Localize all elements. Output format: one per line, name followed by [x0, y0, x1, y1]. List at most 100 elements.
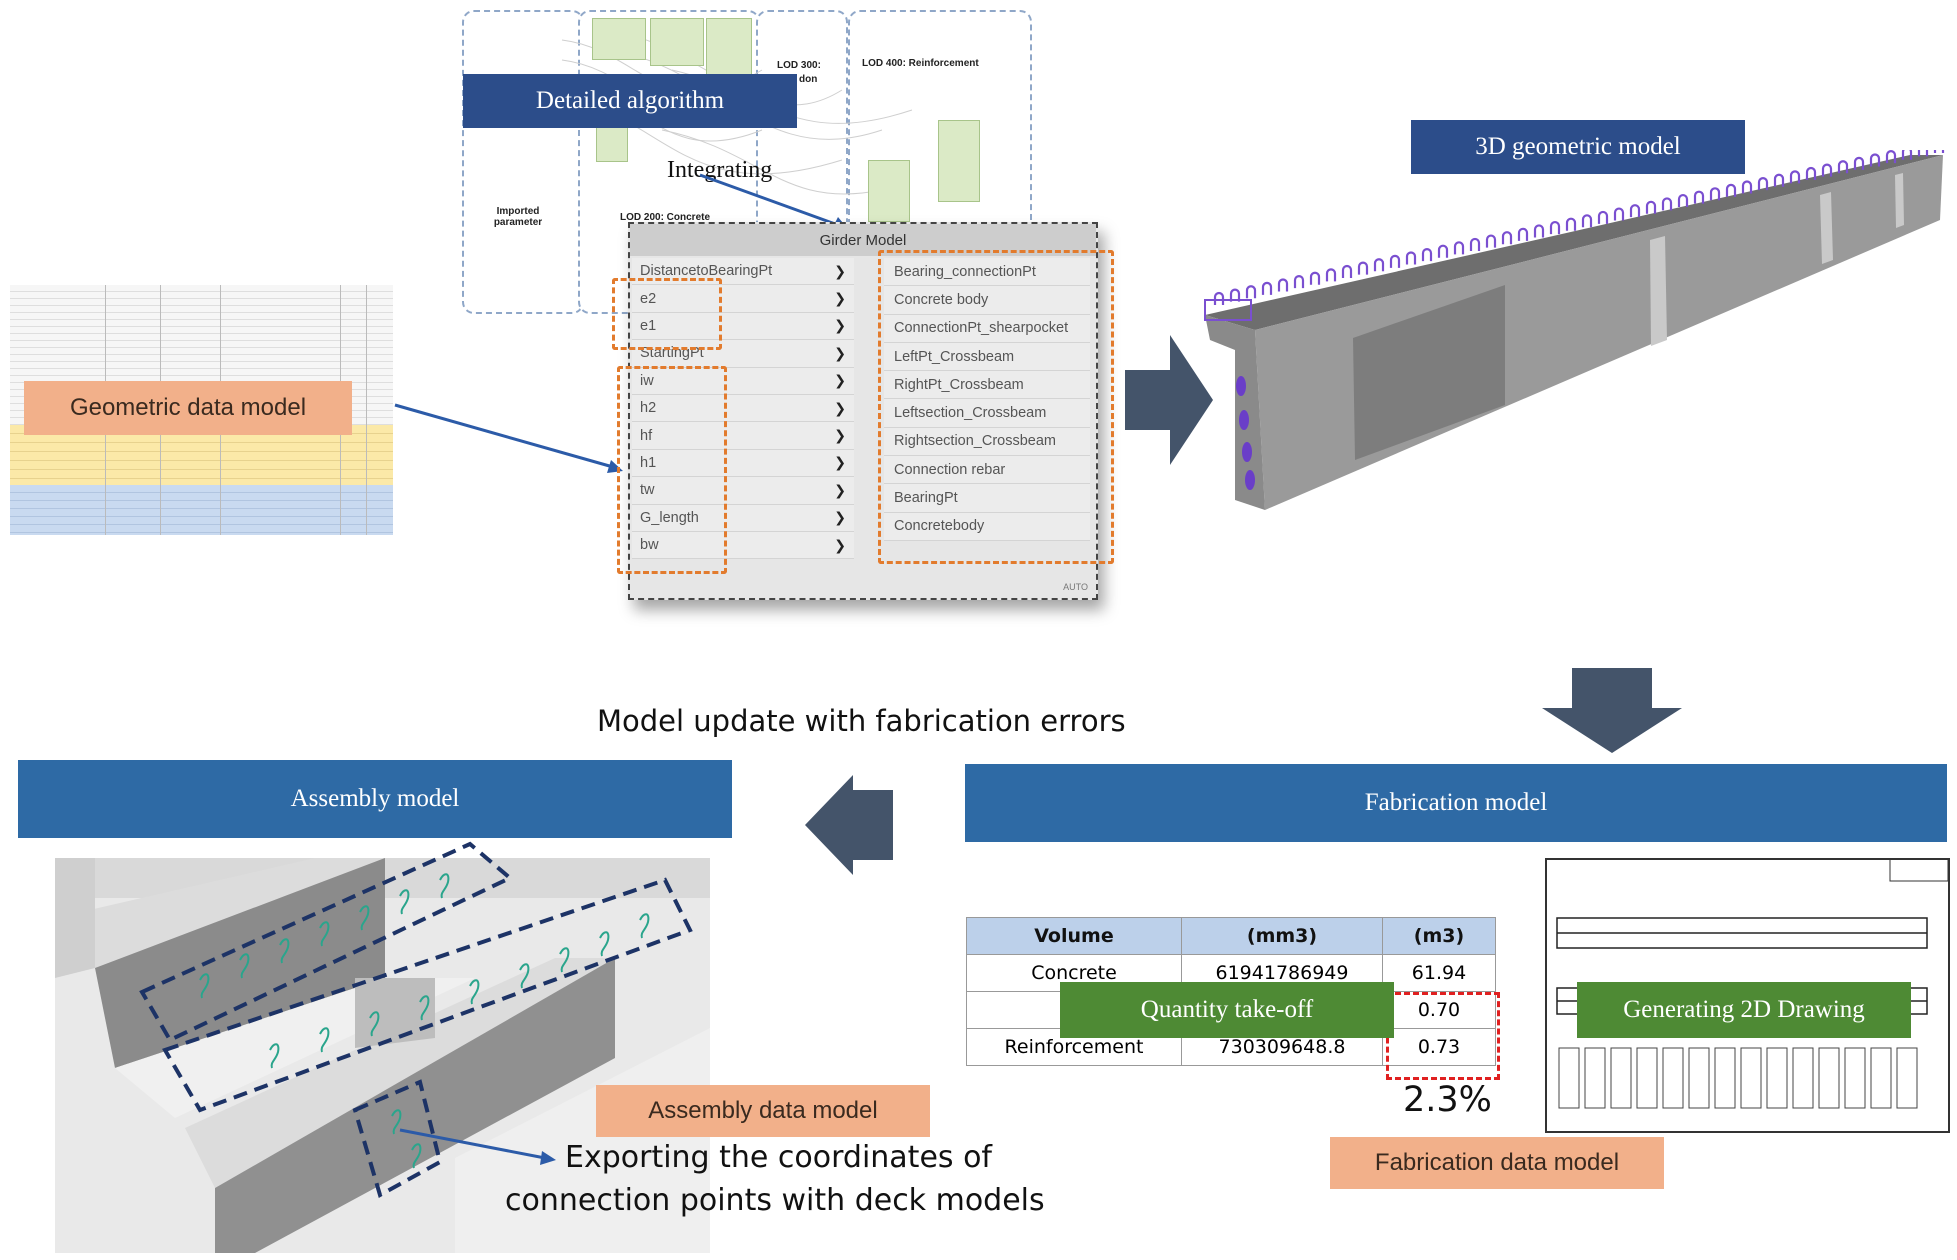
graph-node	[868, 160, 910, 222]
input-port[interactable]: iw❯	[632, 367, 854, 395]
output-port[interactable]: RightPt_Crossbeam	[884, 371, 1090, 400]
rebar-loop	[1469, 237, 1481, 251]
rebar-loop	[1853, 156, 1865, 170]
output-port[interactable]: Concretebody	[884, 512, 1090, 541]
rebar-loop	[1789, 170, 1801, 184]
rebar-loop	[1293, 275, 1305, 289]
drawing-section	[1584, 1047, 1606, 1109]
rebar-loop	[1277, 278, 1289, 292]
hook	[269, 1043, 280, 1069]
input-port[interactable]: G_length❯	[632, 504, 854, 532]
assembly-data-model-label: Assembly data model	[596, 1085, 930, 1137]
integrating-label: Integrating	[667, 157, 773, 183]
output-port[interactable]: ConnectionPt_shearpocket	[884, 314, 1090, 343]
input-port[interactable]: h2❯	[632, 394, 854, 423]
arrow-left-icon	[805, 775, 893, 875]
arrow-down-icon	[1542, 668, 1682, 753]
assembly-highlight-dashes	[139, 841, 693, 1198]
rebar-loop	[1869, 153, 1881, 167]
chevron-right-icon: ❯	[834, 290, 846, 307]
drawing-section	[1688, 1047, 1710, 1109]
hook	[359, 905, 370, 931]
rebar-loop	[1629, 204, 1641, 218]
chevron-right-icon: ❯	[834, 427, 846, 444]
drawing-section	[1714, 1047, 1736, 1109]
input-port[interactable]: tw❯	[632, 477, 854, 505]
table-cell: 0.73	[1382, 1028, 1496, 1066]
output-port[interactable]: Bearing_connectionPt	[884, 258, 1090, 287]
rebar-loop	[1581, 214, 1593, 228]
lod400-label: LOD 400: Reinforcement	[862, 58, 979, 69]
geometric-to-node-arrow	[394, 403, 623, 473]
graph-node	[938, 120, 980, 202]
output-port[interactable]: Connection rebar	[884, 456, 1090, 485]
rebar-loop	[1261, 281, 1273, 295]
output-port[interactable]: LeftPt_Crossbeam	[884, 342, 1090, 372]
fabrication-data-model-label: Fabrication data model	[1330, 1137, 1664, 1189]
rebar-loop	[1597, 210, 1609, 224]
chevron-right-icon: ❯	[834, 481, 846, 498]
lod200-label: LOD 200: Concrete	[620, 212, 711, 223]
hook	[199, 973, 210, 999]
rebar-loop	[1677, 193, 1689, 208]
rebar-loop	[1757, 177, 1769, 191]
rebar-loop	[1309, 271, 1321, 285]
rebar-loop	[1453, 241, 1465, 255]
girder-node-title: Girder Model	[630, 224, 1096, 256]
drawing-section	[1558, 1047, 1580, 1109]
rebar-loop	[1613, 207, 1625, 221]
hook	[391, 1109, 402, 1135]
m3-header: (m3)	[1382, 917, 1496, 955]
rebar-loop	[1485, 234, 1497, 248]
rebar-loop	[1389, 254, 1401, 268]
output-port[interactable]: Rightsection_Crossbeam	[884, 427, 1090, 457]
drawing-section	[1766, 1047, 1788, 1109]
arrow-right-icon	[1125, 335, 1213, 465]
rebar-loop	[1373, 258, 1385, 272]
imported-parameter-label: Imported parameter	[493, 206, 543, 228]
rebar-loop	[1421, 248, 1433, 262]
drawing-section	[1662, 1047, 1684, 1109]
input-port[interactable]: e2❯	[632, 285, 854, 313]
hook	[419, 995, 430, 1021]
lod300-label: LOD 300:	[777, 60, 821, 71]
output-port[interactable]: Leftsection_Crossbeam	[884, 399, 1090, 428]
output-port[interactable]: Concrete body	[884, 286, 1090, 315]
input-port[interactable]: h1❯	[632, 449, 854, 478]
rebar-loop	[1533, 224, 1545, 238]
input-port[interactable]: hf❯	[632, 422, 854, 450]
girder-node-outputs: Bearing_connectionPt Concrete body Conne…	[884, 258, 1090, 541]
highlight-section-params	[617, 366, 727, 574]
input-port[interactable]: bw❯	[632, 531, 854, 560]
rebar-loop	[1709, 187, 1721, 201]
rebar-loop	[1821, 163, 1833, 177]
chevron-right-icon: ❯	[834, 454, 846, 471]
rebar-loop	[1645, 200, 1657, 214]
graph-node	[650, 18, 704, 66]
rebar-loop	[1885, 150, 1897, 164]
rebar-loop	[1325, 268, 1337, 282]
table-cell: 0.70	[1382, 991, 1496, 1029]
highlight-outputs	[878, 250, 1114, 564]
rebar-loop	[1565, 217, 1577, 231]
rebar-loop	[1245, 285, 1257, 299]
graph-node	[592, 18, 646, 60]
output-port[interactable]: BearingPt	[884, 484, 1090, 513]
rebar-loop	[1933, 150, 1945, 153]
girder-model-node[interactable]: Girder Model DistancetoBearingPt❯ e2❯ e1…	[628, 222, 1098, 600]
generating-2d-label: Generating 2D Drawing	[1577, 982, 1911, 1038]
exporting-line1: Exporting the coordinates of	[565, 1140, 992, 1175]
hook	[399, 889, 410, 915]
drawing-section	[1610, 1047, 1632, 1109]
rebar-loop	[1773, 173, 1785, 187]
rebar-loop	[1213, 291, 1225, 305]
hook	[639, 913, 650, 939]
rebar-loop	[1693, 190, 1705, 204]
chevron-right-icon: ❯	[834, 509, 846, 526]
model-update-label: Model update with fabrication errors	[597, 704, 1126, 738]
input-port[interactable]: e1❯	[632, 312, 854, 341]
detailed-algorithm-banner: Detailed algorithm	[463, 74, 797, 128]
rebar-loop	[1901, 150, 1913, 160]
table-cell: 61.94	[1382, 954, 1496, 992]
highlight-rebar-values	[1386, 992, 1500, 1080]
